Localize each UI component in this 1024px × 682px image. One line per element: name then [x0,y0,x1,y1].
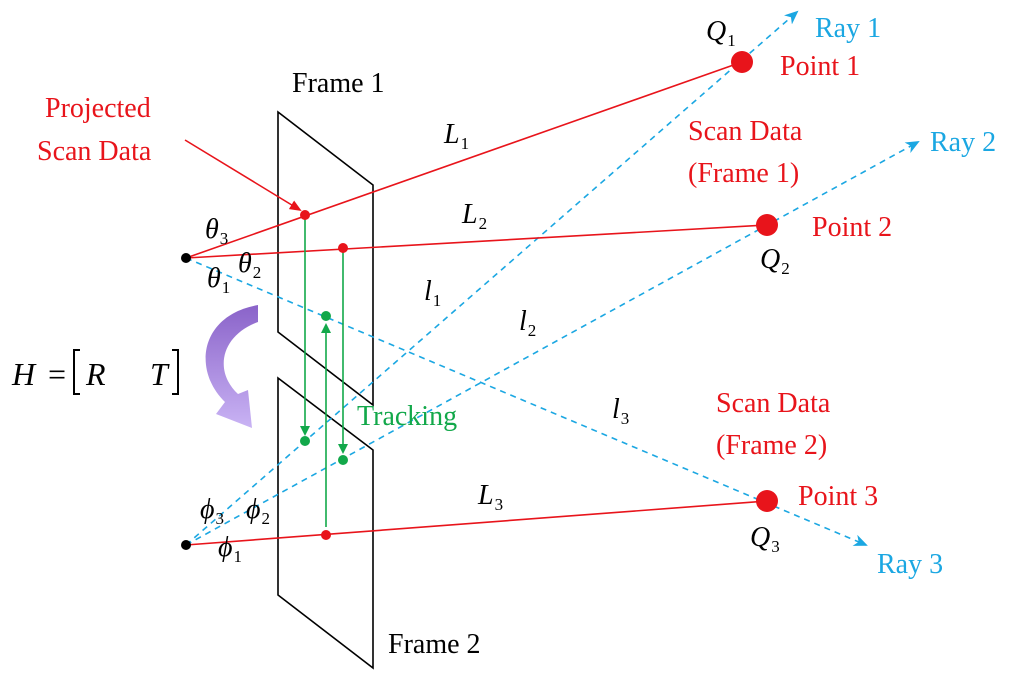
L2-label: L2 [461,199,487,233]
L3-label: L3 [477,480,503,514]
theta2-label: θ2 [238,248,261,282]
scan-data-frame1-line2: (Frame 1) [688,158,799,189]
line-L1 [185,61,743,259]
equation-equals: = [48,356,66,392]
point-2-label: Point 2 [812,212,892,243]
scan-data-frame2-line1: Scan Data [716,388,831,419]
projected-label-line2: Scan Data [37,136,152,167]
frame-1-label: Frame 1 [292,68,385,99]
point-3-marker [756,490,778,512]
projected-dot-frame1-c [321,311,331,321]
projected-dot-frame1-a [300,210,310,220]
q3-label: Q3 [750,522,780,556]
theta1-label: θ1 [207,263,230,297]
frame-2-plane [277,376,374,670]
projected-dot-frame2-c [321,530,331,540]
ray-3-line [185,257,868,546]
projected-scan-arrow [184,139,302,212]
phi3-label: ϕ3 [200,494,224,528]
transform-equation: H = R T [11,349,179,395]
line-L2 [185,224,768,259]
phi1-label: ϕ1 [218,532,242,566]
projected-dot-frame2-a [300,436,310,446]
camera-center-2 [181,540,191,550]
ray-1-line [185,10,799,546]
scan-data-frame2-line2: (Frame 2) [716,430,827,461]
bracket-left [73,349,80,395]
camera-center-1 [181,253,191,263]
equation-h: H [11,356,37,392]
bracket-right [172,349,179,395]
l1-label: l1 [424,276,441,310]
scan-data-frame1-line1: Scan Data [688,116,803,147]
ray-2-label: Ray 2 [930,127,996,158]
point-3-label: Point 3 [798,481,878,512]
l3-label: l3 [612,394,629,428]
line-L3 [185,500,768,546]
theta3-label: θ3 [205,214,228,248]
tracking-label: Tracking [357,401,457,432]
ray-2-line [185,141,920,546]
projected-dot-frame2-b [338,455,348,465]
equation-t: T [150,356,170,392]
curved-arrow-icon [205,305,258,428]
phi2-label: ϕ2 [246,494,270,528]
l2-label: l2 [519,306,536,340]
ray-3-label: Ray 3 [877,549,943,580]
projected-label-line1: Projected [45,93,151,124]
point-2-marker [756,214,778,236]
point-1-label: Point 1 [780,51,860,82]
q1-label: Q1 [706,16,736,50]
frame-1-plane [277,110,374,407]
equation-r: R [85,356,106,392]
projected-dot-frame1-b [338,243,348,253]
point-1-marker [731,51,753,73]
L1-label: L1 [443,119,469,153]
q2-label: Q2 [760,244,790,278]
ray-1-label: Ray 1 [815,13,881,44]
frame-2-label: Frame 2 [388,629,481,660]
